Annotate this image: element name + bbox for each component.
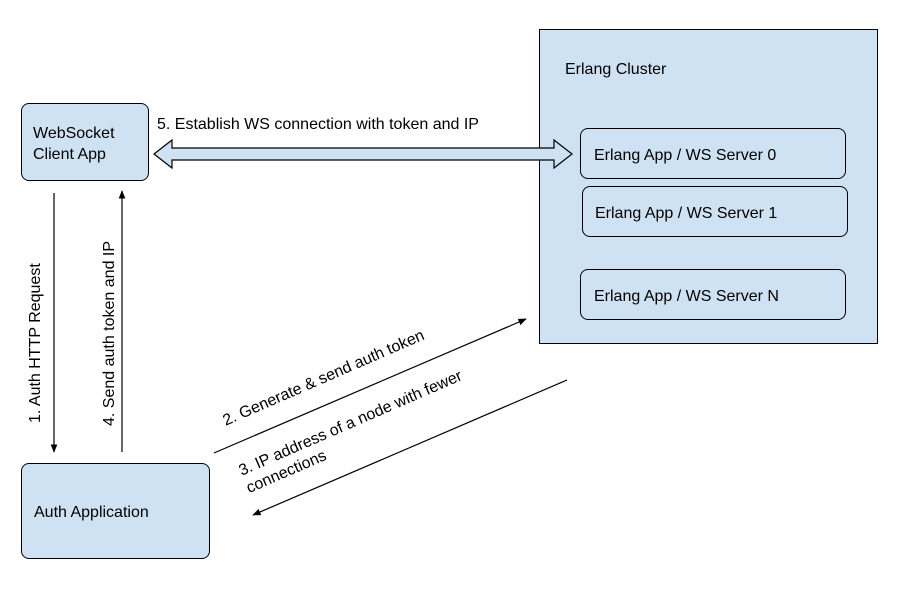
auth-application-box: Auth Application — [21, 463, 210, 559]
erlang-server-n-label: Erlang App / WS Server N — [594, 288, 779, 305]
websocket-client-label-line2: Client App — [33, 146, 106, 163]
erlang-server-n: Erlang App / WS Server N — [580, 269, 846, 320]
erlang-server-1-label: Erlang App / WS Server 1 — [595, 205, 778, 222]
step-5-label: 5. Establish WS connection with token an… — [157, 116, 479, 133]
erlang-server-0: Erlang App / WS Server 0 — [580, 128, 846, 179]
arrow-step-3 — [252, 379, 568, 516]
websocket-client-box: WebSocket Client App — [21, 103, 149, 181]
auth-application-label: Auth Application — [34, 504, 149, 521]
arrow-step-5-double — [153, 138, 573, 170]
arrow-step-2 — [213, 318, 527, 454]
erlang-server-0-label: Erlang App / WS Server 0 — [594, 147, 777, 164]
step-4-label: 4. Send auth token and IP — [101, 240, 118, 426]
erlang-cluster-title: Erlang Cluster — [565, 61, 667, 78]
websocket-client-label-line1: WebSocket — [33, 125, 115, 142]
step-1-label: 1. Auth HTTP Request — [27, 263, 44, 423]
erlang-server-1: Erlang App / WS Server 1 — [582, 186, 848, 237]
